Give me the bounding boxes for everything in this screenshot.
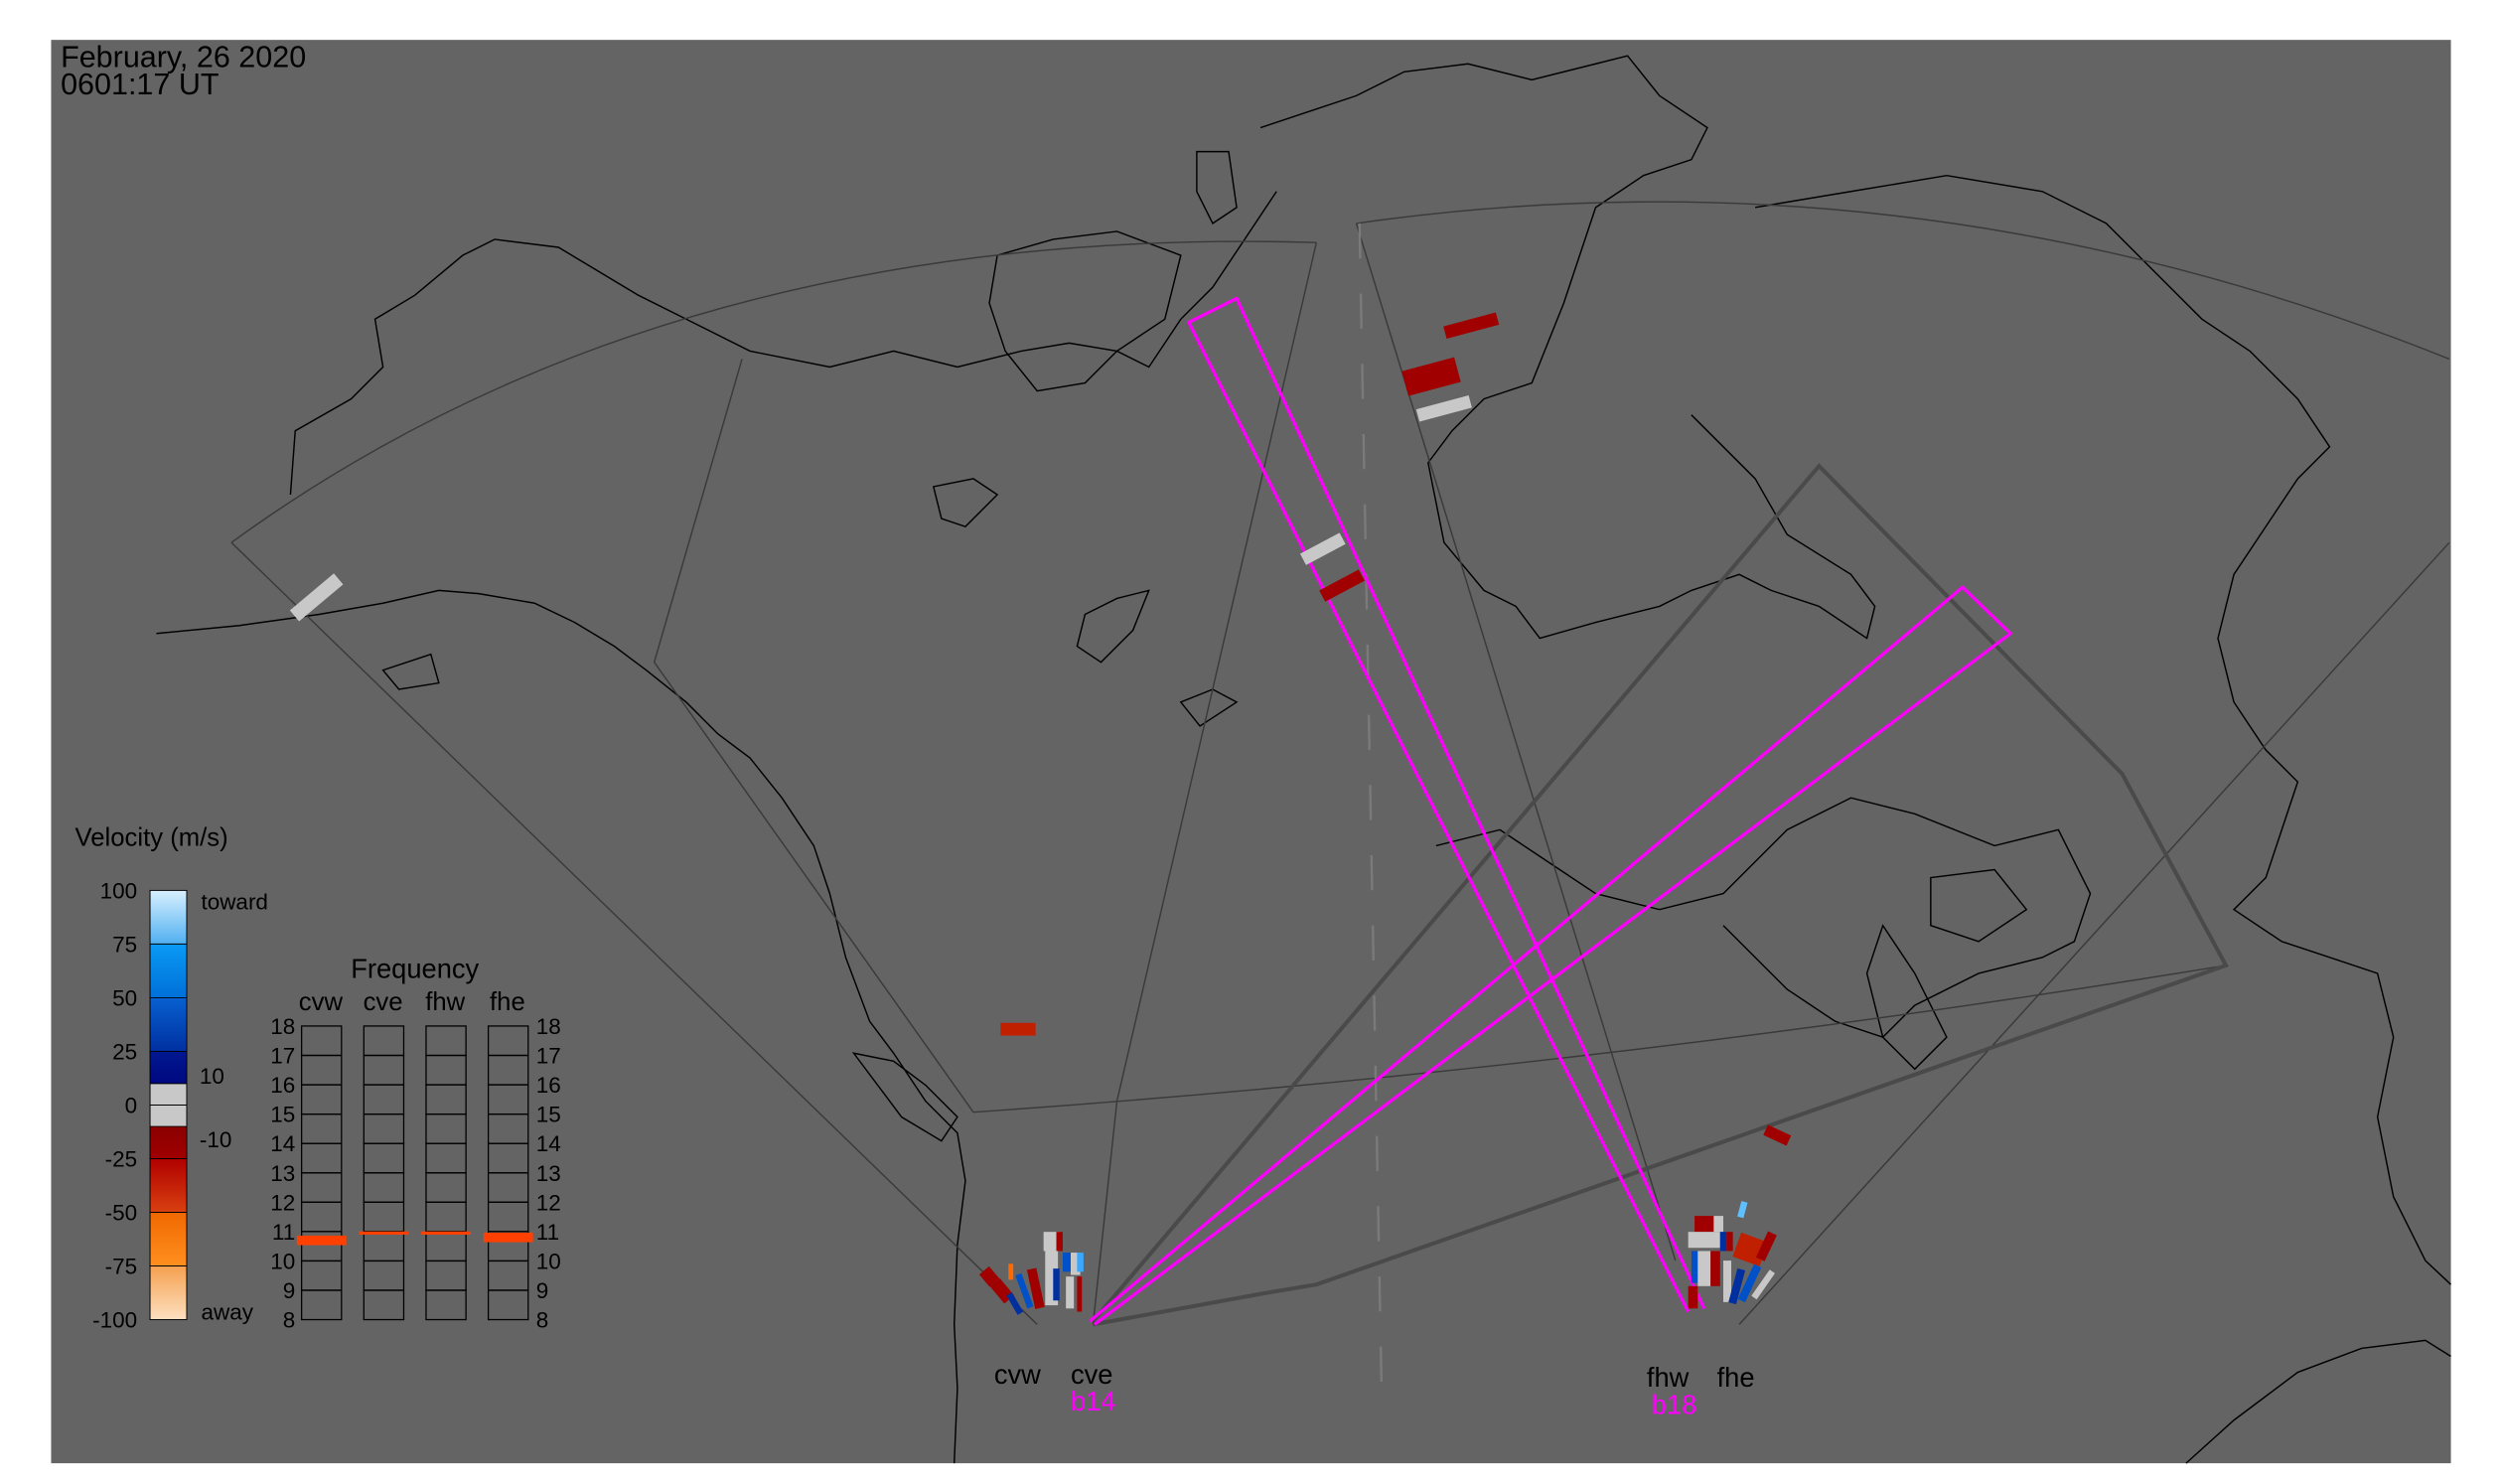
beam-label-b14: b14	[1071, 1386, 1116, 1416]
colorbar-tick-label: 100	[100, 878, 138, 903]
beam-label-b18: b18	[1652, 1389, 1697, 1419]
frequency-marker-fhe	[483, 1232, 533, 1243]
frequency-tick-left: 15	[270, 1103, 295, 1127]
frequency-tick-right: 16	[536, 1073, 561, 1098]
frequency-tick-left: 8	[283, 1308, 296, 1333]
frequency-tick-right: 8	[536, 1308, 549, 1333]
frequency-marker-fhw	[421, 1231, 471, 1235]
echo-cells	[289, 312, 1792, 1146]
frequency-bin	[301, 1025, 343, 1057]
time-label: 0601:17 UT	[61, 68, 219, 101]
colorbar-tick-label: 0	[125, 1094, 138, 1118]
frequency-title: Frequency	[351, 954, 479, 984]
frequency-tick-right: 12	[536, 1190, 561, 1215]
beam-b14	[1089, 585, 2013, 1326]
frequency-tick-left: 14	[270, 1131, 295, 1156]
frequency-bin	[363, 1025, 405, 1057]
beam-outlines	[1089, 296, 2013, 1326]
away-label: away	[201, 1300, 253, 1325]
frequency-column-label-fhw: fhw	[425, 988, 465, 1016]
frequency-tick-left: 17	[270, 1044, 295, 1069]
velocity-colorbar: Velocity (m/s) 100 75 50 25 0 -25 -50 -75 -100 t…	[75, 823, 268, 1332]
frequency-column-label-fhe: fhe	[490, 988, 525, 1016]
colorbar-tick-label: -50	[105, 1201, 137, 1226]
fov-outlines-thin	[230, 201, 2450, 1325]
colorbar-tick-label: 75	[112, 932, 137, 957]
frequency-tick-right: 9	[536, 1278, 549, 1303]
frequency-tick-left: 11	[272, 1220, 295, 1245]
ground-scatter-lower-label: -10	[200, 1127, 232, 1152]
frequency-marker-cvw	[296, 1235, 347, 1246]
colorbar-tick-label: -25	[105, 1147, 137, 1172]
frequency-tick-right: 11	[536, 1220, 559, 1245]
toward-label: toward	[201, 890, 268, 915]
colorbar-tick-label: 50	[112, 985, 137, 1010]
map-background	[51, 40, 2451, 1464]
frequency-tick-right: 17	[536, 1044, 561, 1069]
dashed-meridian	[1358, 223, 1384, 1405]
fov-outline-thick	[1091, 463, 2229, 1327]
frequency-tick-right: 13	[536, 1161, 561, 1186]
coastlines	[156, 55, 2452, 1464]
frequency-tick-left: 9	[283, 1278, 296, 1303]
frequency-column-label-cvw: cvw	[299, 988, 344, 1016]
ground-scatter-upper-label: 10	[200, 1064, 224, 1089]
frequency-tick-right: 15	[536, 1103, 561, 1127]
frequency-bin	[425, 1025, 467, 1057]
frequency-tick-left: 12	[270, 1190, 295, 1215]
radar-label-fhw: fhw	[1647, 1362, 1690, 1393]
radar-label-cvw: cvw	[994, 1359, 1041, 1390]
date-label: February, 26 2020	[61, 40, 306, 74]
colorbar-tick-label: -75	[105, 1255, 137, 1279]
radar-label-fhe: fhe	[1717, 1362, 1755, 1393]
colorbar-tick-label: 25	[112, 1039, 137, 1064]
frequency-tick-right: 10	[536, 1249, 561, 1273]
fh-radar-echo-fan	[1688, 1201, 1777, 1309]
frequency-tick-left: 16	[270, 1073, 295, 1098]
frequency-tick-left: 18	[270, 1014, 295, 1039]
beam-b18	[1186, 296, 1706, 1313]
velocity-title: Velocity (m/s)	[75, 823, 228, 851]
frequency-column-label-cve: cve	[364, 988, 403, 1016]
frequency-tick-right: 14	[536, 1131, 561, 1156]
radar-label-cve: cve	[1071, 1359, 1112, 1390]
frequency-bin	[487, 1025, 529, 1057]
cv-radar-echo-fan	[978, 1232, 1084, 1315]
colorbar-tick-label: -100	[92, 1308, 137, 1333]
frequency-tick-right: 18	[536, 1014, 561, 1039]
frequency-tick-left: 10	[270, 1249, 295, 1273]
frequency-tick-left: 13	[270, 1161, 295, 1186]
frequency-marker-cve	[359, 1231, 409, 1235]
